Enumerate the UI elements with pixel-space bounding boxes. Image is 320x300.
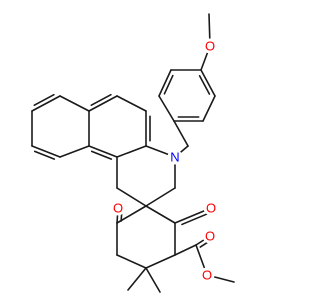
bond-layer [31, 13, 235, 293]
bond-36 [145, 267, 161, 293]
bond-23 [31, 145, 61, 158]
bond-7 [158, 69, 172, 97]
bond-33 [145, 254, 176, 269]
bond-21-double-line [33, 93, 55, 107]
atom-label-layer: O N O O O O [110, 38, 219, 283]
atom-o-ester-carbonyl: O [202, 228, 218, 244]
bond-30-double-line [181, 213, 208, 226]
bond-18 [88, 145, 118, 158]
bond-16 [88, 95, 118, 112]
atom-label-o-ketone-right: O [206, 201, 216, 216]
atom-o-ketone-left: O [110, 200, 126, 216]
bond-37 [174, 244, 197, 256]
atom-o-ester-ether: O [199, 267, 215, 283]
bond-15 [116, 95, 147, 112]
bond-32 [116, 254, 147, 269]
atom-label-o-ketone-left: O [113, 201, 123, 216]
bond-21 [31, 95, 61, 112]
atom-label-o-methoxy: O [205, 39, 215, 54]
bond-9 [173, 120, 189, 147]
bond-7-double-line [163, 74, 174, 95]
atom-label-o-ester-carbonyl: O [205, 229, 215, 244]
bond-6 [158, 95, 175, 122]
bond-16-double-line [90, 93, 112, 107]
atom-label-n-ring: N [170, 150, 179, 165]
molecule-diagram: O N O O O O [31, 13, 235, 293]
atom-n-ring: N [167, 149, 183, 165]
atom-o-methoxy: O [202, 38, 218, 54]
molecule-structure: O N O O O O [31, 13, 235, 293]
bond-3-double-line [198, 74, 211, 95]
bond-20 [59, 95, 90, 112]
bond-23-double-line [33, 150, 56, 160]
atom-o-ketone-right: O [203, 200, 219, 216]
bond-19 [116, 145, 147, 158]
bond-26 [116, 187, 147, 207]
bond-13 [145, 187, 176, 207]
atom-label-o-ester-ether: O [202, 268, 212, 283]
bond-35 [127, 267, 147, 291]
bond-3 [200, 69, 216, 97]
bond-28 [145, 205, 176, 224]
bond-24 [59, 145, 90, 158]
bond-18-double-line [90, 150, 113, 160]
bond-4 [202, 95, 216, 122]
